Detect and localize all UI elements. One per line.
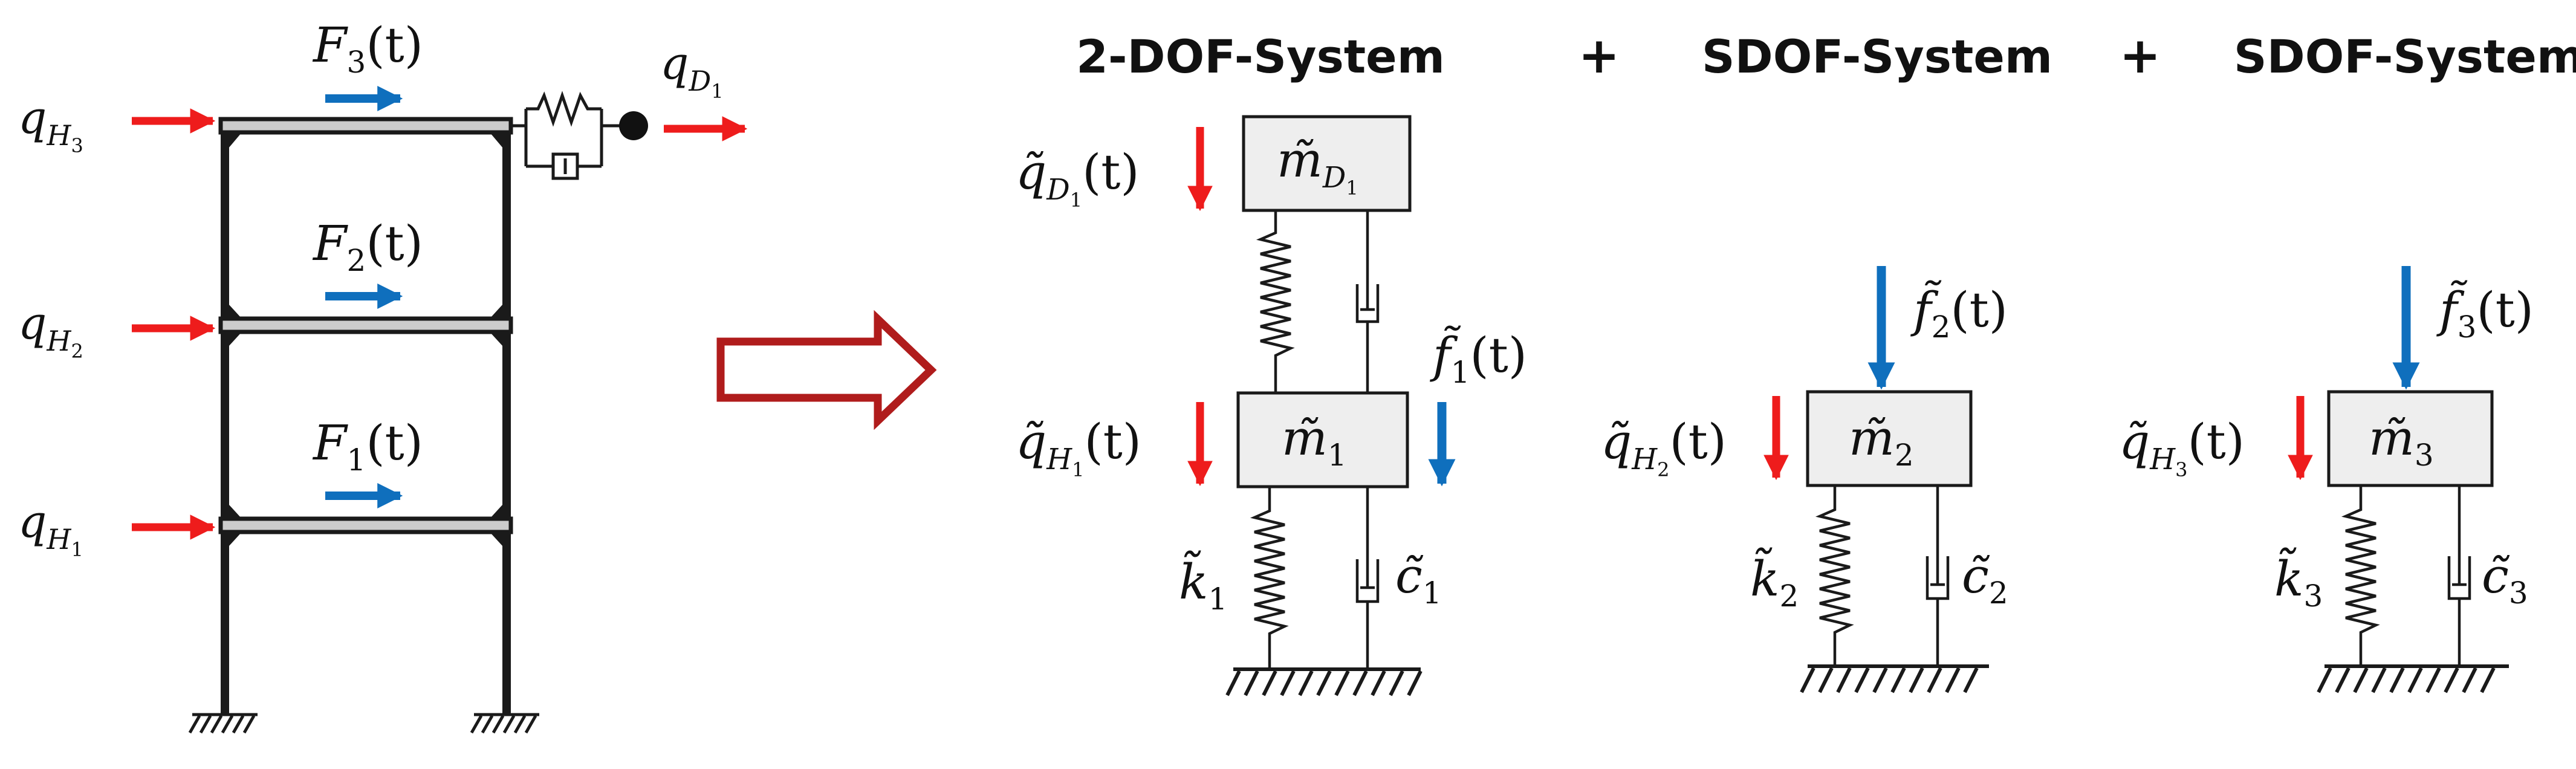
ground-2 (1800, 664, 1989, 693)
label-m2: m̃2 (1849, 410, 1914, 473)
label-c3: c̃3 (2482, 548, 2528, 611)
label-c2: c̃2 (1962, 548, 2008, 611)
frame-structure (188, 91, 648, 734)
damper-mass-point (619, 111, 648, 140)
label-q-h1-t: q̃H1(t) (1016, 414, 1141, 481)
label-k3: k̃3 (2274, 547, 2323, 614)
floor-1-slab (218, 516, 513, 534)
heading-sdof-system-2: SDOF-System (2234, 30, 2576, 83)
label-k2: k̃2 (1750, 547, 1799, 614)
label-m1: m̃1 (1282, 410, 1347, 473)
label-f3: F3(t) (312, 17, 423, 80)
mass-2-box (1806, 390, 1973, 487)
label-q-h3-t: q̃H3(t) (2119, 414, 2245, 481)
spring-k1 (1250, 487, 1289, 668)
label-q-h2-t: q̃H2(t) (1601, 414, 1727, 481)
tuned-mass-damper-link (511, 91, 629, 180)
label-f1-t: f̃1(t) (1430, 325, 1527, 390)
spring-k2 (1815, 485, 1854, 665)
dashpot-d1 (1355, 210, 1380, 393)
spring-d1 (1256, 210, 1295, 393)
label-f3-t: f̃3(t) (2436, 280, 2534, 345)
label-k1: k̃1 (1179, 550, 1227, 617)
heading-2-dof-system: 2-DOF-System (1076, 30, 1445, 83)
mass-1-box (1236, 391, 1409, 488)
label-q-h2: qH2 (18, 297, 83, 363)
transform-arrow (716, 310, 937, 430)
label-q-h3: qH3 (18, 92, 83, 157)
frame-arrows (132, 86, 748, 540)
label-q-d1-t: q̃D1(t) (1016, 144, 1140, 212)
label-q-h1: qH1 (18, 496, 83, 561)
heading-plus-2: + (2120, 27, 2161, 85)
sdof-system-3 (2288, 266, 2509, 693)
ground-3 (2317, 664, 2509, 693)
ground-support-left (188, 713, 258, 734)
floor-2-slab (218, 316, 513, 334)
label-q-d1: qD1 (660, 37, 724, 103)
heading-plus-1: + (1578, 27, 1620, 85)
sdof-system-2 (1763, 266, 1989, 693)
floor-3-slab (218, 117, 513, 135)
ground-support-right (470, 713, 539, 734)
dashpot-c1 (1355, 487, 1380, 668)
mass-3-box (2327, 390, 2494, 487)
label-m-d1: m̃D1 (1277, 132, 1358, 200)
frame-labels: qH3 qH2 qH1 qD1 F3(t) F2(t) F1(t) (18, 17, 724, 561)
two-dof-system (1187, 115, 1456, 696)
corner-gussets (229, 132, 503, 547)
system-labels: q̃D1(t) m̃D1 q̃H1(t) m̃1 f̃1(t) k̃1 c̃1 … (1016, 132, 2534, 617)
headings: 2-DOF-System + SDOF-System + SDOF-System (1076, 27, 2576, 85)
mass-d1-box (1242, 115, 1412, 212)
spring-k3 (2341, 485, 2380, 665)
dashpot-c2 (1926, 485, 1950, 665)
dashpot-c3 (2447, 485, 2471, 665)
label-f2: F2(t) (312, 215, 423, 278)
label-m3: m̃3 (2369, 410, 2434, 473)
label-f1: F1(t) (312, 415, 423, 478)
label-c1: c̃1 (1395, 548, 1442, 611)
label-f2-t: f̃2(t) (1910, 280, 2008, 345)
heading-sdof-system-1: SDOF-System (1702, 30, 2052, 83)
ground-1 (1225, 667, 1423, 696)
